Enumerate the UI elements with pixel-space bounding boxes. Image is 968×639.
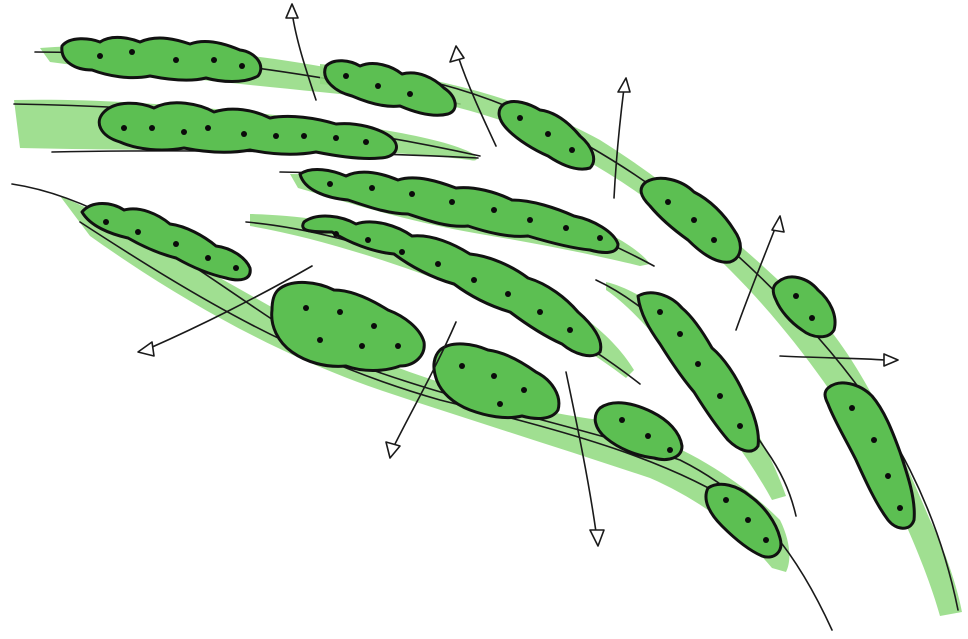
planting-bands-diagram [0,0,968,639]
